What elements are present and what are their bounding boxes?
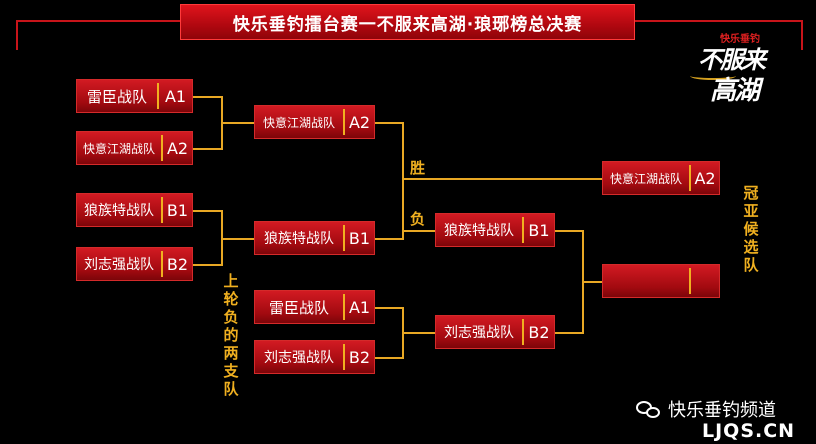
connector	[402, 230, 436, 232]
team-code: A2	[694, 168, 716, 188]
semifinal-b1-box: 狼族特战队 B1	[435, 213, 555, 247]
connector	[375, 238, 403, 240]
team-code: A1	[348, 297, 371, 317]
site-watermark: LJQS.CN	[702, 420, 796, 442]
connector	[375, 357, 403, 359]
separator	[161, 135, 163, 161]
team-code: B1	[528, 220, 550, 240]
title-frame-right	[633, 20, 803, 50]
connector	[375, 122, 403, 124]
team-code: B2	[528, 322, 550, 342]
loser-a1-box: 雷臣战队 A1	[254, 290, 375, 324]
logo-brand: 快乐垂钓	[720, 34, 760, 45]
title-frame-left	[16, 20, 182, 50]
connector	[192, 264, 222, 266]
title-banner: 快乐垂钓擂台赛一不服来高湖·琅琊榜总决赛	[180, 4, 635, 40]
logo-swoosh	[690, 72, 736, 80]
team-name: 刘志强战队	[264, 350, 334, 366]
team-box-b2: 刘志强战队 B2	[76, 247, 193, 281]
connector	[555, 230, 583, 232]
team-name: 雷臣战队	[268, 298, 329, 317]
separator	[689, 165, 691, 191]
team-name: 狼族特战队	[264, 231, 334, 247]
connector	[555, 332, 583, 334]
connector	[221, 122, 255, 124]
team-code: A2	[348, 112, 371, 132]
team-code: B1	[348, 228, 371, 248]
separator	[157, 83, 159, 109]
logo-line2: 高湖	[710, 76, 760, 106]
losers-winner-box: 刘志强战队 B2	[435, 315, 555, 349]
team-code: B2	[166, 254, 189, 274]
connector	[402, 178, 602, 180]
win-label: 胜	[410, 159, 426, 177]
connector	[402, 122, 404, 240]
loser-b2-box: 刘志强战队 B2	[254, 340, 375, 374]
team-box-a2: 快意江湖战队 A2	[76, 131, 193, 165]
connector	[192, 148, 222, 150]
final-side-label: 冠亚候选队	[743, 184, 759, 274]
team-code: A1	[164, 86, 187, 106]
team-name: 狼族特战队	[84, 203, 154, 219]
wechat-icon	[636, 399, 662, 419]
connector	[221, 238, 255, 240]
separator	[522, 217, 524, 243]
channel-watermark: 快乐垂钓频道	[636, 396, 776, 422]
separator	[161, 197, 163, 223]
team-box-b1: 狼族特战队 B1	[76, 193, 193, 227]
winner-a-box: 快意江湖战队 A2	[254, 105, 375, 139]
team-box-a1: 雷臣战队 A1	[76, 79, 193, 113]
lose-label: 负	[410, 210, 426, 228]
team-code: A2	[166, 138, 189, 158]
final-champion-box: 快意江湖战队 A2	[602, 161, 720, 195]
team-name: 狼族特战队	[444, 223, 514, 239]
separator	[522, 319, 524, 345]
team-name: 刘志强战队	[84, 257, 154, 273]
final-pending-box	[602, 264, 720, 298]
losers-side-label: 上轮负的两支队	[223, 272, 239, 398]
separator	[161, 251, 163, 277]
winner-b-box: 狼族特战队 B1	[254, 221, 375, 255]
connector	[192, 96, 222, 98]
team-name: 快意江湖战队	[609, 171, 682, 186]
page-title: 快乐垂钓擂台赛一不服来高湖·琅琊榜总决赛	[232, 14, 583, 35]
separator	[343, 344, 345, 370]
event-logo: 快乐垂钓 不服来 高湖	[680, 30, 790, 106]
connector	[582, 281, 604, 283]
team-name: 刘志强战队	[444, 325, 514, 341]
team-name: 快意江湖战队	[82, 141, 155, 156]
separator	[689, 268, 691, 294]
connector	[192, 210, 222, 212]
separator	[343, 294, 345, 320]
team-code: B1	[166, 200, 189, 220]
separator	[343, 109, 345, 135]
team-code: B2	[348, 347, 371, 367]
team-name: 雷臣战队	[86, 87, 147, 106]
team-name: 快意江湖战队	[262, 115, 335, 130]
channel-name: 快乐垂钓频道	[668, 400, 776, 421]
separator	[343, 225, 345, 251]
logo-line1: 不服来	[698, 45, 766, 74]
connector	[402, 332, 436, 334]
connector	[375, 307, 403, 309]
